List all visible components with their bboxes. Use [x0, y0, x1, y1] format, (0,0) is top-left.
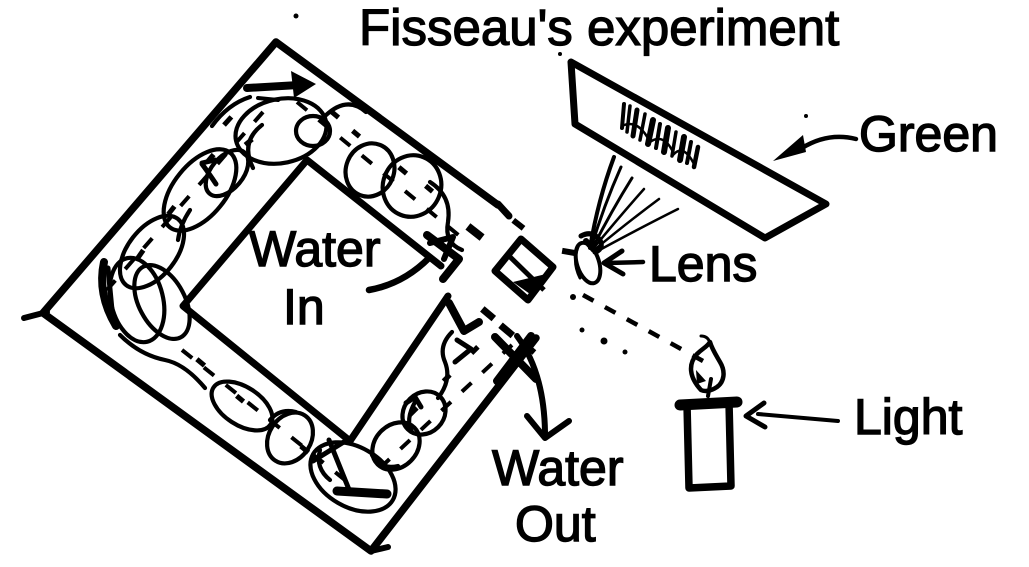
svg-text:In: In — [283, 279, 325, 335]
svg-text:Green: Green — [859, 106, 998, 162]
svg-text:Fisseau's experiment: Fisseau's experiment — [359, 0, 839, 56]
svg-text:Lens: Lens — [649, 236, 757, 292]
svg-text:Out: Out — [515, 496, 596, 552]
svg-text:Water: Water — [249, 221, 381, 277]
svg-text:Light: Light — [854, 389, 963, 445]
svg-text:Water: Water — [492, 440, 624, 496]
